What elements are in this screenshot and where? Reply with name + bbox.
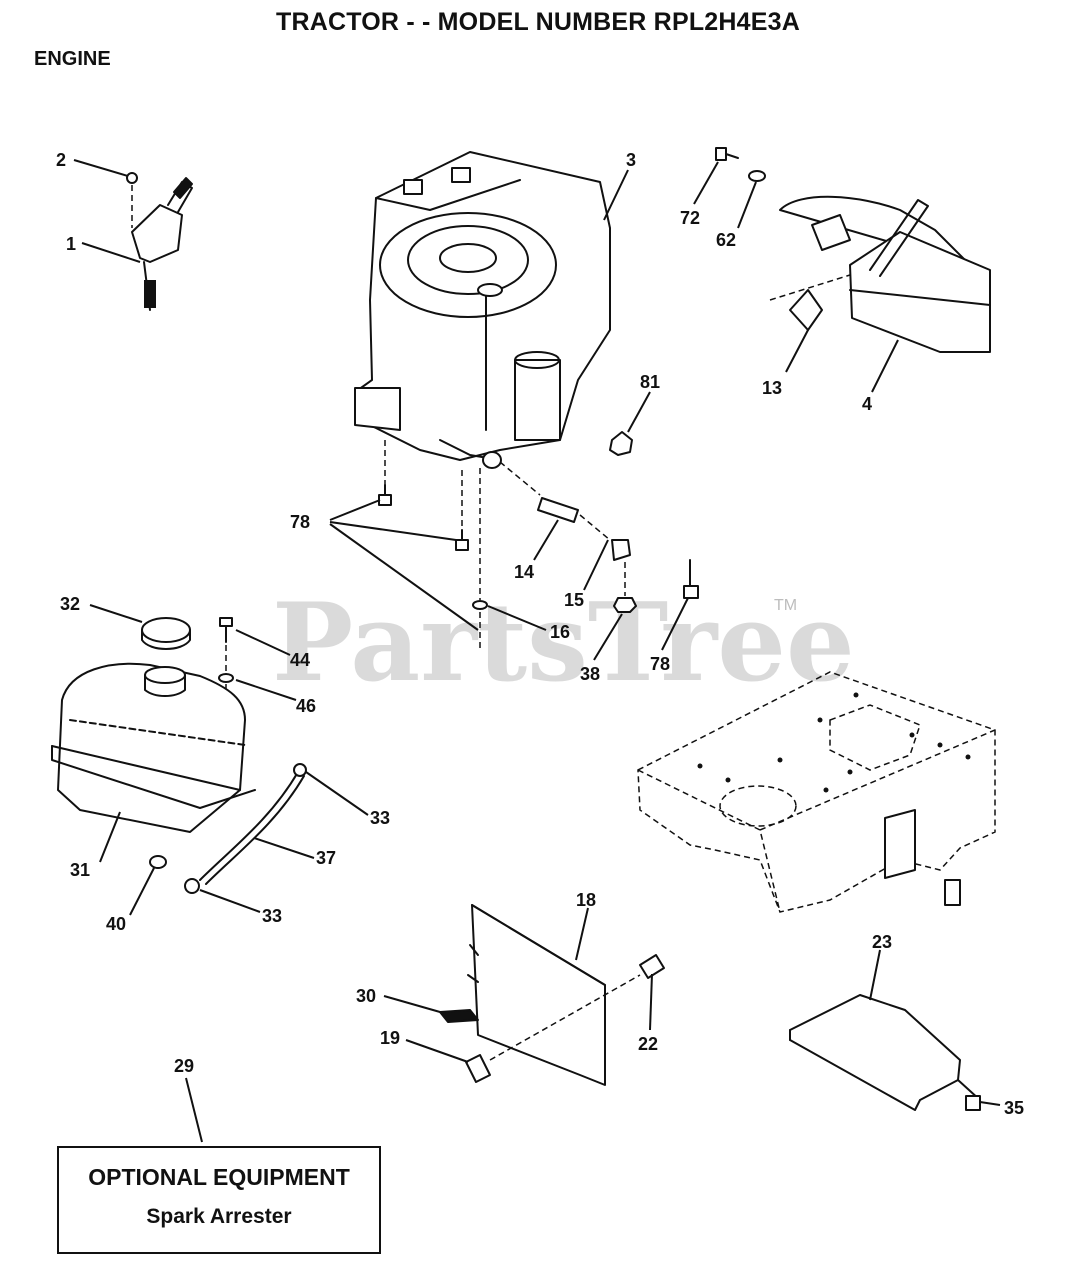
callout-78-left: 78 [290, 512, 310, 532]
side-panel [439, 904, 665, 1086]
callout-33-bottom: 33 [262, 906, 282, 926]
page-title: TRACTOR - - MODEL NUMBER RPL2H4E3A [276, 8, 800, 36]
callout-78-right: 78 [650, 654, 670, 674]
callout-22: 22 [638, 1034, 658, 1054]
callout-33-top: 33 [370, 808, 390, 828]
tractor-frame [637, 671, 996, 913]
callout-16: 16 [550, 622, 570, 642]
nut [609, 431, 633, 456]
callout-4: 4 [862, 394, 872, 414]
fuel-cap [141, 617, 191, 650]
callout-72: 72 [680, 208, 700, 228]
fuel-tank-screw-washer [218, 617, 234, 800]
callout-18: 18 [576, 890, 596, 910]
callout-2: 2 [56, 150, 66, 170]
optional-equipment-item: Spark Arrester [146, 1205, 292, 1228]
oil-drain-fittings [499, 461, 631, 561]
callout-14: 14 [514, 562, 534, 582]
callout-3: 3 [626, 150, 636, 170]
callout-13: 13 [762, 378, 782, 398]
section-label: ENGINE [34, 48, 111, 70]
optional-equipment-box: OPTIONAL EQUIPMENT Spark Arrester [57, 1146, 381, 1254]
callout-23: 23 [872, 932, 892, 952]
callout-29: 29 [174, 1056, 194, 1076]
callout-32: 32 [60, 594, 80, 614]
callout-40: 40 [106, 914, 126, 934]
callout-46: 46 [296, 696, 316, 716]
leader-lines [73, 159, 1001, 1143]
callout-81: 81 [640, 372, 660, 392]
engine [354, 151, 611, 469]
callout-19: 19 [380, 1028, 400, 1048]
muffler [769, 195, 991, 353]
callout-labels: 2 1 3 72 62 13 4 81 14 15 16 38 78 78 32… [56, 150, 1024, 1118]
callout-15: 15 [564, 590, 584, 610]
callout-37: 37 [316, 848, 336, 868]
callout-44: 44 [290, 650, 310, 670]
callout-30: 30 [356, 986, 376, 1006]
watermark-text: PartsTree [272, 580, 855, 706]
fuel-tank [51, 662, 256, 833]
callout-35: 35 [1004, 1098, 1024, 1118]
callout-31: 31 [70, 860, 90, 880]
exhaust-bolt-washer [715, 147, 766, 182]
watermark-trademark: TM [774, 597, 797, 614]
callout-38: 38 [580, 664, 600, 684]
callout-1: 1 [66, 234, 76, 254]
shield-plate [789, 994, 981, 1111]
fuel-line [149, 763, 307, 894]
throttle-control [126, 172, 193, 311]
optional-equipment-title: OPTIONAL EQUIPMENT [88, 1164, 350, 1190]
callout-62: 62 [716, 230, 736, 250]
